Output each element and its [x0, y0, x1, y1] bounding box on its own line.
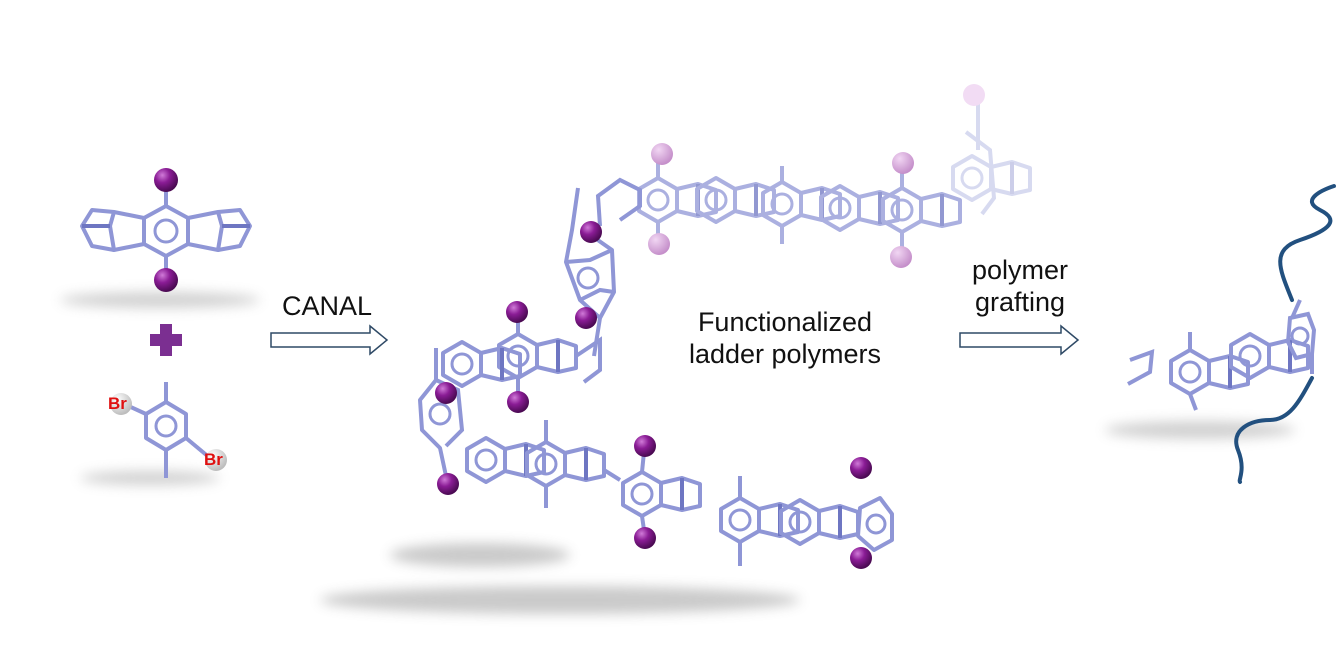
ball-icon: [850, 547, 872, 569]
ball-icon: [892, 152, 914, 174]
ball-icon: [507, 391, 529, 413]
grafting-label-line1: polymer: [971, 255, 1069, 285]
product-label-line1: Functionalized: [697, 307, 873, 337]
ball-icon: [437, 473, 459, 495]
grafted-chain-lower: [1234, 376, 1314, 484]
ball-icon: [648, 233, 670, 255]
bromine-label-bottom: Br: [204, 450, 223, 469]
grafted-chain-upper: [1278, 184, 1336, 302]
grafting-label-line2: grafting: [974, 287, 1066, 317]
ball-icon: [890, 246, 912, 268]
plus-icon: [150, 324, 182, 356]
ball-icon: [634, 527, 656, 549]
bromine-label-top: Br: [108, 394, 127, 413]
bromine-atom: [110, 393, 132, 415]
ball-icon: [435, 382, 457, 404]
grafted-shadow: [1105, 421, 1295, 439]
polymer-shadow-2: [320, 586, 800, 614]
monomer-shadow-bottom: [80, 471, 220, 485]
monomer-dibromoxylene: [110, 382, 227, 478]
grafting-label: polymer grafting: [950, 254, 1090, 318]
product-label-line2: ladder polymers: [688, 339, 882, 369]
ball-icon: [634, 435, 656, 457]
polymer-shadow-1: [390, 543, 570, 567]
ball-icon: [651, 143, 673, 165]
ball-icon: [580, 221, 602, 243]
ball-icon: [154, 168, 178, 192]
shadow-group: [60, 292, 1295, 614]
monomer-shadow-top: [60, 292, 260, 308]
ball-icon: [154, 268, 178, 292]
grafted-polymer: [1127, 184, 1336, 484]
ball-icon: [963, 84, 985, 106]
product-label: Functionalized ladder polymers: [660, 306, 910, 370]
monomer-tetrasubstituted: [80, 168, 252, 292]
functional-group-balls: [435, 84, 985, 569]
ladder-polymer: [418, 84, 1032, 569]
ball-icon: [506, 301, 528, 323]
ball-icon: [850, 457, 872, 479]
arrow-right-icon: [270, 324, 389, 356]
arrow-right-icon: [959, 324, 1080, 356]
bromine-atom: [205, 449, 227, 471]
reaction-label: CANAL: [281, 291, 373, 321]
ball-icon: [575, 307, 597, 329]
